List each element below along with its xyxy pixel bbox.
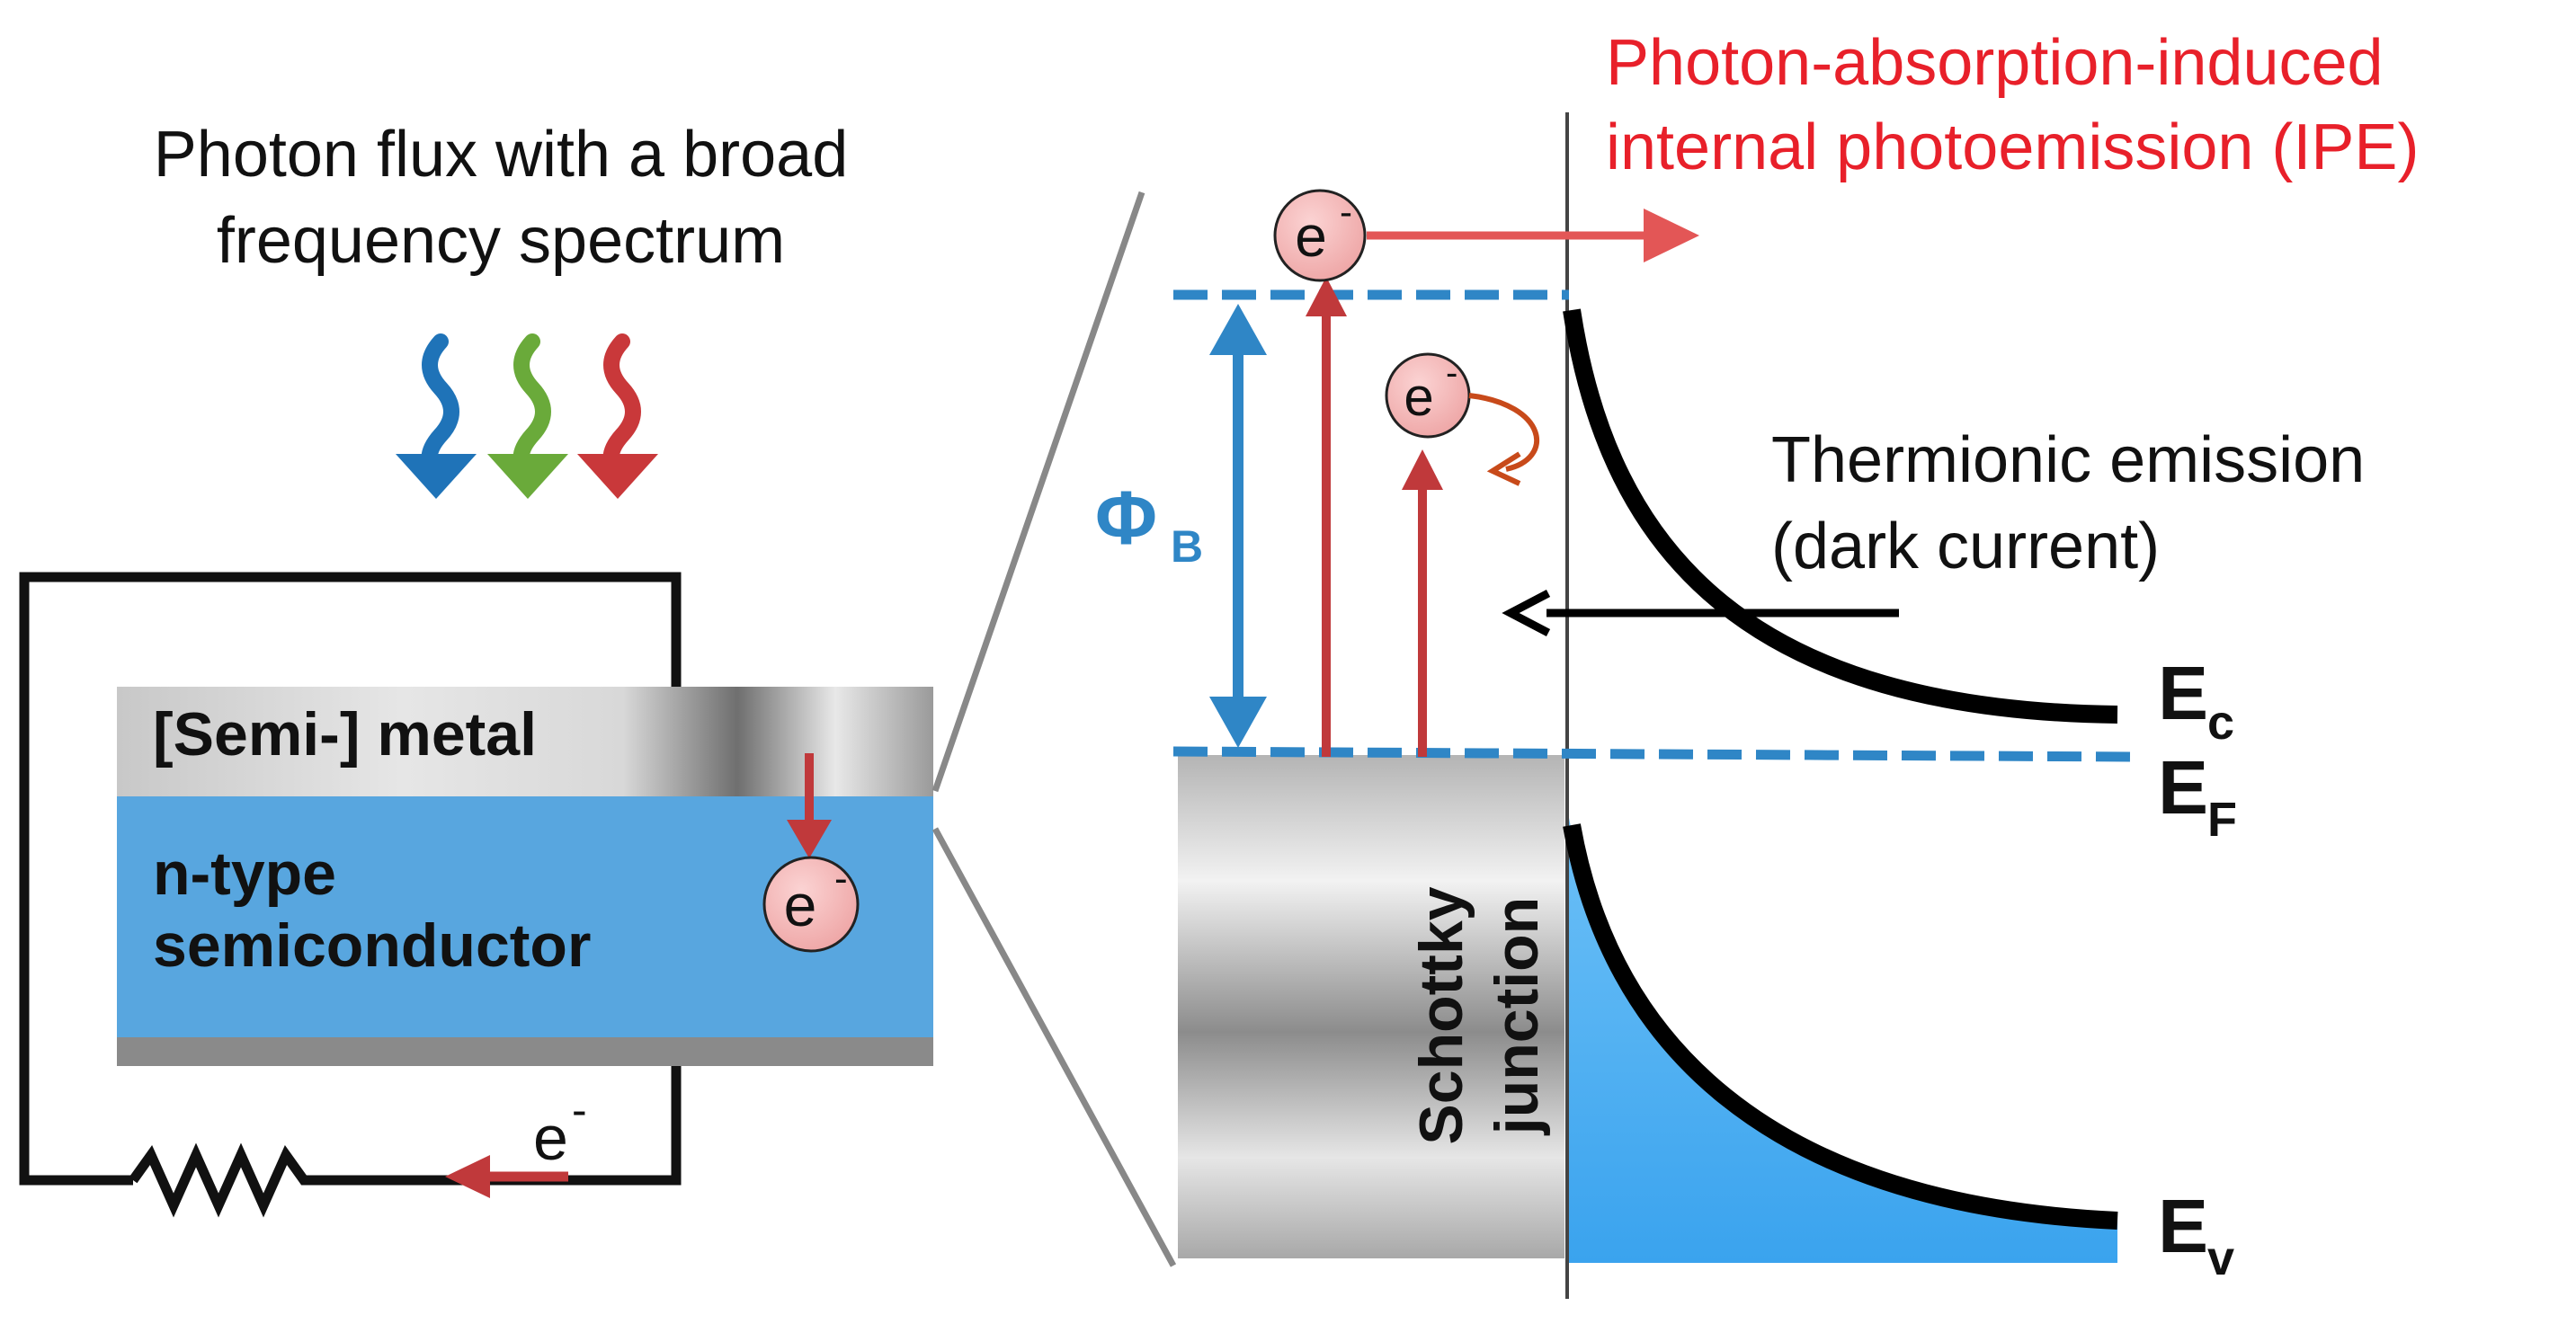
- ef-label: E: [2158, 745, 2208, 830]
- transfer-arrow-icon: [787, 753, 832, 858]
- electron-reflected: e -: [1385, 352, 1471, 439]
- valence-band-fill: [1569, 818, 2117, 1263]
- ec-subscript: c: [2207, 696, 2234, 750]
- semiconductor-label-line2: semiconductor: [153, 911, 591, 980]
- ev-subscript: v: [2207, 1231, 2234, 1285]
- ipe-arrow-icon: [1367, 209, 1699, 262]
- barrier-height-arrow-icon: [1209, 304, 1267, 748]
- left-panel: Photon flux with a broad frequency spect…: [19, 119, 1177, 1267]
- barrier-symbol: Φ: [1095, 475, 1157, 560]
- electron-ipe-superscript: -: [1340, 191, 1352, 233]
- electron-reflected-symbol: e: [1404, 367, 1433, 427]
- conduction-band-curve: [1563, 308, 2118, 724]
- fermi-level-line: [1172, 746, 2136, 762]
- photon-green-icon: [487, 333, 568, 499]
- photon-blue-icon: [396, 333, 477, 499]
- zoom-line-bottom: [931, 827, 1177, 1267]
- electron-reflected-superscript: -: [1446, 353, 1457, 393]
- ipe-title-line1: Photon-absorption-induced: [1606, 27, 2384, 99]
- barrier-subscript: B: [1171, 521, 1203, 572]
- thermionic-arrow-icon: [1502, 590, 1899, 636]
- metal-layer: [117, 687, 933, 796]
- valence-band-curve: [1563, 823, 2118, 1230]
- photon-flux-title-line2: frequency spectrum: [217, 205, 785, 277]
- right-panel: Photon-absorption-induced internal photo…: [1095, 27, 2419, 1299]
- circuit-electron-superscript: -: [572, 1085, 587, 1135]
- junction-label-line2: junction: [1483, 897, 1551, 1136]
- ev-label: E: [2158, 1184, 2208, 1268]
- thermionic-label-line2: (dark current): [1771, 511, 2160, 582]
- ef-subscript: F: [2207, 793, 2237, 847]
- circuit-wire: [19, 572, 682, 1186]
- metal-label: [Semi-] metal: [153, 700, 537, 769]
- electron-ipe: e -: [1273, 189, 1367, 282]
- ec-label: E: [2158, 651, 2208, 735]
- substrate-layer: [117, 1037, 933, 1066]
- circuit-electron-symbol: e: [533, 1103, 568, 1173]
- electron-semiconductor-symbol: e: [784, 872, 817, 938]
- thermionic-label-line1: Thermionic emission: [1771, 424, 2365, 496]
- circuit-electron-arrow-icon: [445, 1155, 568, 1198]
- electron-semiconductor-superscript: -: [834, 857, 848, 901]
- ipe-title-line2: internal photoemission (IPE): [1606, 111, 2419, 183]
- metal-block: [1178, 755, 1564, 1258]
- electron-ipe-symbol: e: [1295, 204, 1327, 269]
- semiconductor-label-line1: n-type: [153, 840, 336, 908]
- junction-label-line1: Schottky: [1407, 886, 1475, 1144]
- photon-flux-title-line1: Photon flux with a broad: [154, 119, 849, 191]
- photon-red-icon: [577, 333, 658, 499]
- reflection-arrow-icon: [1468, 393, 1540, 486]
- electron-semiconductor: e -: [762, 856, 860, 953]
- resistor-icon: [129, 1142, 315, 1218]
- excitation-arrow-high-icon: [1306, 277, 1347, 757]
- excitation-arrow-low-icon: [1402, 449, 1443, 757]
- zoom-line-top: [931, 191, 1145, 793]
